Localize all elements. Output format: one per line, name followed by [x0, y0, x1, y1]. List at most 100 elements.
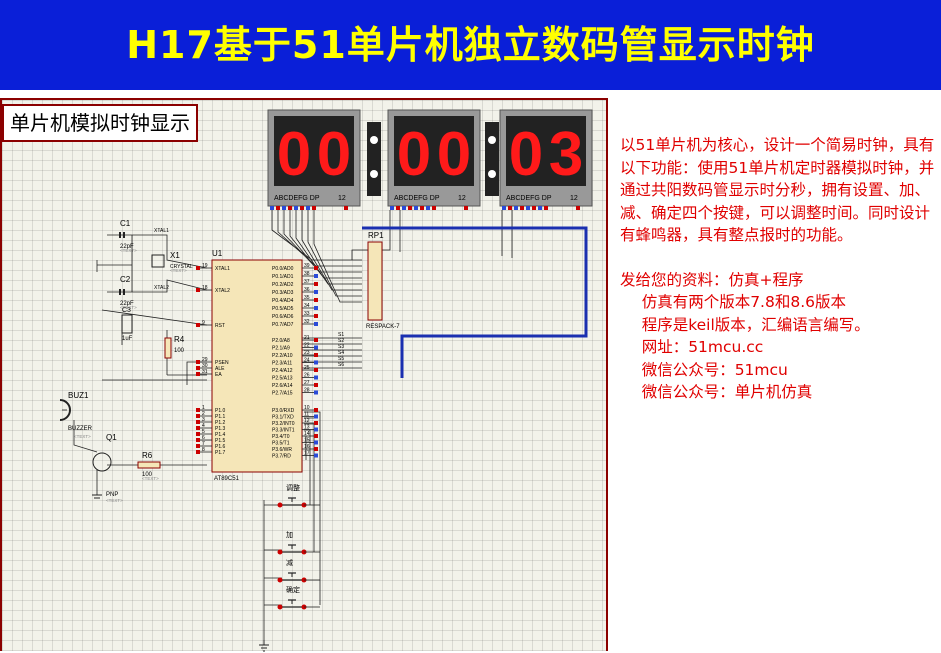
mcu-pin-number: 19: [202, 263, 208, 269]
mcu-pin-name: P0.0/AD0: [272, 266, 294, 272]
display-pin-marker: [396, 206, 400, 210]
mcu-pin-number: 12: [304, 418, 310, 424]
mcu-pin-number: 35: [304, 295, 310, 301]
mcu-pin-number: 13: [304, 425, 310, 431]
display-pin-marker: [576, 206, 580, 210]
display-segment-label-2: ABCDEFG DP: [394, 195, 440, 202]
q1-value: PNP: [106, 492, 118, 498]
mcu-pin-name: P3.0/RXD: [272, 408, 295, 414]
mcu-pin-number: 16: [304, 444, 310, 450]
c1-value: 22pF: [120, 244, 134, 250]
c2-ref: C2: [120, 275, 131, 284]
display-pin-marker: [390, 206, 394, 210]
pin-state-marker: [314, 360, 318, 365]
resistor-r6: R6 100: [137, 451, 161, 478]
seven-segment-display-group: 0 0 0 0 0 3 ABCDEFG DP 12 ABCDEFG DP 12 …: [267, 109, 593, 210]
mcu-pin-name: P2.7/A15: [272, 391, 293, 397]
mcu-pin-name: P1.4: [215, 432, 226, 438]
mcu-pin-number: 24: [304, 358, 310, 364]
p2-net-label: S3: [338, 344, 344, 350]
mcu-pin-name: P0.7/AD7: [272, 322, 294, 328]
display-pin-marker: [508, 206, 512, 210]
pin-state-marker: [196, 444, 200, 448]
mcu-pin-number: 14: [304, 431, 310, 437]
schematic-canvas[interactable]: 0 0 0 0 0 3 ABCDEFG DP 12 ABCDEFG DP 12 …: [0, 98, 608, 652]
pin-state-marker: [314, 298, 318, 302]
data-bus: [362, 226, 588, 378]
mcu-pin-number: 25: [304, 365, 310, 371]
rp1-value: RESPACK-7: [366, 324, 400, 330]
mcu-pin-name: P3.3/INT1: [272, 428, 295, 434]
mcu-pin-number: 7: [202, 441, 205, 447]
mcu-pin-name: P2.2/A10: [272, 353, 293, 359]
pin-state-marker: [196, 372, 200, 376]
mcu-pin-number: 11: [304, 412, 309, 418]
transistor-q1: Q1 PNP: [92, 433, 118, 498]
pin-state-marker: [314, 345, 318, 350]
schematic-title: 单片机模拟时钟显示: [2, 104, 198, 142]
p2-net-label: S5: [338, 356, 344, 362]
push-button-3[interactable]: 减: [277, 558, 321, 583]
mcu-pin-number: 3: [202, 417, 205, 423]
display-pin-label-1: 12: [338, 195, 346, 202]
mcu-pin-number: 23: [304, 350, 310, 356]
mcu-pin-name: ALE: [215, 366, 225, 372]
display-segment-label-1: ABCDEFG DP: [274, 195, 320, 202]
ground-symbols: [92, 494, 269, 652]
text-placeholder: <TEXT>: [142, 476, 159, 481]
buzzer-buz1: BUZ1 BUZZER: [59, 391, 93, 432]
mcu-pin-name: P1.6: [215, 444, 226, 450]
pin-state-marker: [277, 549, 283, 555]
display-pin-marker: [312, 206, 316, 210]
p2-net-label: S4: [338, 350, 344, 356]
mcu-part: AT89C51: [214, 476, 240, 482]
pin-state-marker: [196, 438, 200, 442]
pin-state-marker: [314, 440, 318, 445]
pin-state-marker: [196, 450, 200, 454]
display-pin-marker: [526, 206, 530, 210]
mcu-pin-name: P0.2/AD2: [272, 282, 294, 288]
net-xtal2: XTAL2: [154, 285, 169, 291]
capacitor-c3: C3 1uF: [121, 307, 133, 342]
capacitor-c1: C1 22pF: [119, 219, 134, 250]
x1-value: CRYSTAL: [170, 264, 193, 270]
push-button-label: 加: [286, 530, 293, 539]
c1-ref: C1: [120, 219, 131, 228]
description-wechat-1: 微信公众号：51mcu: [641, 360, 788, 379]
push-button-1[interactable]: 调整: [277, 483, 321, 508]
pin-state-marker: [196, 323, 200, 327]
mcu-pin-name: P0.5/AD5: [272, 306, 294, 312]
pin-state-marker: [314, 408, 318, 412]
mcu-pin-number: 21: [304, 335, 310, 341]
mcu-pin-name: PSEN: [215, 360, 229, 366]
display-pin-marker: [300, 206, 304, 210]
text-placeholder: <TEXT>: [106, 498, 123, 503]
buz1-ref: BUZ1: [68, 391, 89, 400]
display-digit-5: 0: [509, 120, 543, 189]
mcu-pin-number: 37: [304, 279, 310, 285]
display-pin-marker: [464, 206, 468, 210]
mcu-pin-number: 34: [304, 303, 310, 309]
resistor-r4: R4 100: [164, 335, 185, 359]
r6-ref: R6: [142, 451, 153, 460]
display-pin-marker: [294, 206, 298, 210]
text-placeholder: <TEXT>: [170, 268, 187, 273]
pin-state-marker: [277, 577, 283, 583]
c3-value: 1uF: [122, 336, 133, 342]
mcu-pin-number: 31: [202, 369, 208, 375]
pin-state-marker: [314, 414, 318, 419]
pin-state-marker: [196, 288, 200, 292]
pin-state-marker: [314, 421, 318, 425]
mcu-pin-name: EA: [215, 372, 222, 378]
mcu-pin-number: 6: [202, 435, 205, 441]
c3-ref: C3: [122, 307, 131, 314]
display-pin-marker: [502, 206, 506, 210]
push-button-4[interactable]: 确定: [277, 585, 321, 610]
mcu-pin-name: RST: [215, 323, 225, 329]
mcu-ref: U1: [212, 249, 223, 258]
mcu-pin-number: 8: [202, 447, 205, 453]
display-digit-4: 0: [437, 120, 471, 189]
mcu-pin-name: P0.1/AD1: [272, 274, 294, 280]
push-button-2[interactable]: 加: [277, 530, 321, 555]
mcu-pin-number: 9: [202, 320, 205, 326]
